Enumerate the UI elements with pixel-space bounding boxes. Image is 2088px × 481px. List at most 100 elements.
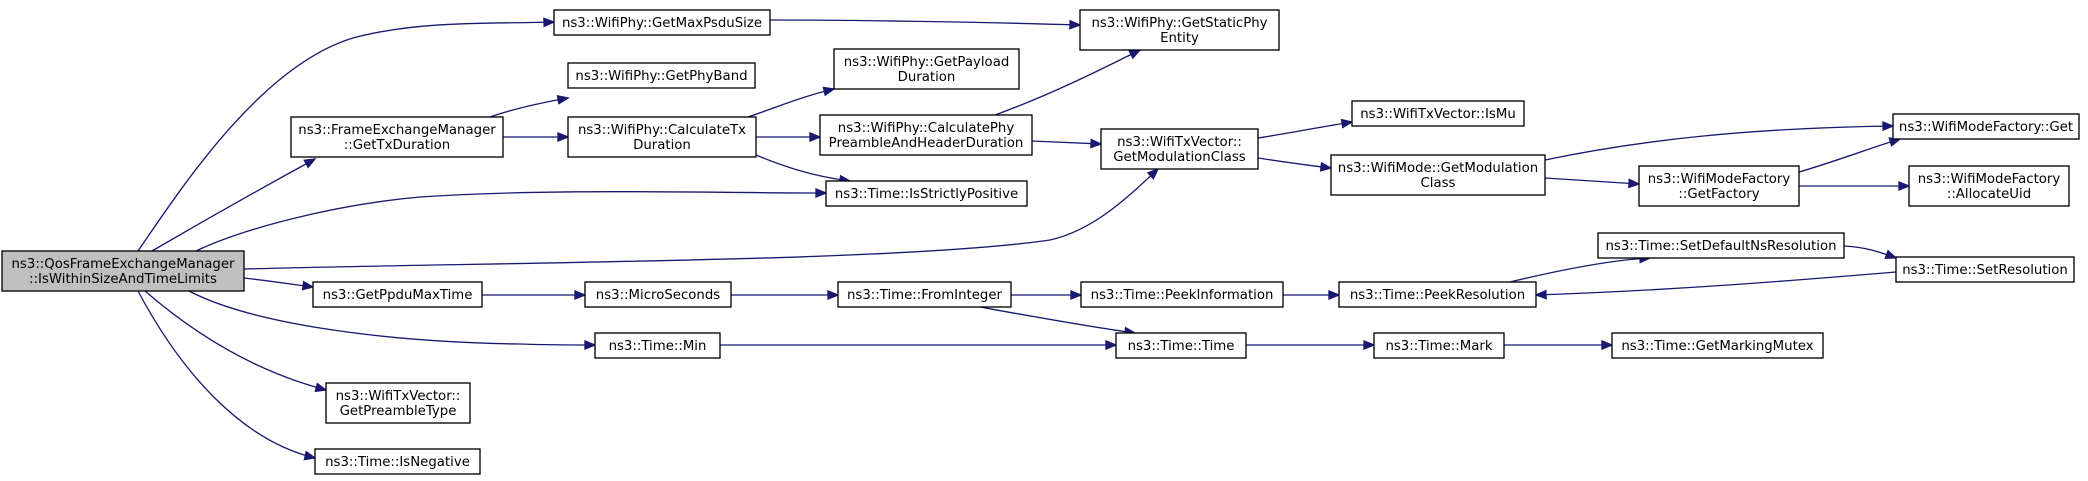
edge-fem-to-calcTx [503, 132, 570, 142]
edge-qos-to-isNeg [137, 290, 317, 461]
node-label: ::GetFactory [1678, 187, 1759, 202]
node-isNeg[interactable]: ns3::Time::IsNegative [314, 448, 481, 475]
node-qos[interactable]: ns3::QosFrameExchangeManager::IsWithinSi… [1, 250, 245, 292]
edge-line [994, 49, 1141, 116]
node-getPhyBand[interactable]: ns3::WifiPhy::GetPhyBand [567, 62, 756, 89]
edge-line [137, 21, 555, 252]
node-strictly[interactable]: ns3::Time::IsStrictlyPositive [825, 180, 1028, 207]
node-label: ns3::WifiPhy::CalculatePhy [838, 121, 1015, 136]
node-box[interactable] [1, 250, 245, 292]
node-isMu[interactable]: ns3::WifiTxVector::IsMu [1351, 100, 1525, 127]
node-box[interactable] [567, 62, 756, 89]
node-box[interactable] [1330, 154, 1546, 196]
arrowhead-icon [1898, 181, 1911, 191]
node-box[interactable] [567, 116, 757, 158]
graph-nodes: ns3::QosFrameExchangeManager::IsWithinSi… [1, 9, 2080, 475]
node-mark[interactable]: ns3::Time::Mark [1373, 332, 1505, 359]
node-label: ns3::Time::IsStrictlyPositive [835, 187, 1018, 202]
node-box[interactable] [1638, 165, 1800, 207]
node-fromInt[interactable]: ns3::Time::FromInteger [837, 281, 1012, 308]
edge-line [1535, 271, 1897, 296]
edge-line [243, 168, 1159, 270]
node-box[interactable] [1892, 113, 2080, 140]
node-box[interactable] [1611, 332, 1824, 359]
node-modClass[interactable]: ns3::WifiTxVector::GetModulationClass [1100, 128, 1259, 170]
edge-qos-to-strictly [195, 188, 828, 252]
node-box[interactable] [837, 281, 1012, 308]
node-getFactory[interactable]: ns3::WifiModeFactory::GetFactory [1638, 165, 1800, 207]
node-factoryGet[interactable]: ns3::WifiModeFactory::Get [1892, 113, 2080, 140]
node-label: ns3::Time::PeekResolution [1350, 288, 1525, 303]
arrowhead-icon [1340, 118, 1354, 129]
node-box[interactable] [584, 281, 732, 308]
node-label: ns3::Time::Time [1128, 339, 1235, 354]
node-box[interactable] [825, 180, 1028, 207]
edge-line [137, 290, 316, 459]
node-box[interactable] [1079, 9, 1280, 51]
node-peekInfo[interactable]: ns3::Time::PeekInformation [1080, 281, 1284, 308]
node-box[interactable] [594, 332, 721, 359]
node-box[interactable] [1597, 232, 1845, 259]
node-peekRes[interactable]: ns3::Time::PeekResolution [1338, 281, 1537, 308]
node-fem[interactable]: ns3::FrameExchangeManager::GetTxDuration [290, 116, 504, 158]
node-label: ns3::Time::SetDefaultNsResolution [1605, 239, 1836, 254]
edge-calcTx-to-strictly [755, 154, 852, 185]
node-box[interactable] [325, 382, 471, 424]
edge-line [1544, 125, 1894, 161]
node-label: ns3::WifiModeFactory [1918, 172, 2061, 187]
node-label: ns3::WifiModeFactory::Get [1899, 120, 2073, 135]
node-mutex[interactable]: ns3::Time::GetMarkingMutex [1611, 332, 1824, 359]
node-label: ns3::Time::Min [609, 339, 707, 354]
node-box[interactable] [1080, 281, 1284, 308]
node-label: ns3::WifiTxVector::IsMu [1360, 107, 1516, 122]
arrowhead-icon [303, 450, 317, 461]
node-allocUid[interactable]: ns3::WifiModeFactory::AllocateUid [1908, 165, 2070, 207]
node-setRes[interactable]: ns3::Time::SetResolution [1895, 256, 2075, 283]
node-preambleType[interactable]: ns3::WifiTxVector::GetPreambleType [325, 382, 471, 424]
node-box[interactable] [1895, 256, 2075, 283]
edge-qos-to-modClass [243, 167, 1160, 270]
edge-qos-to-getMaxPsdu [137, 17, 556, 252]
edge-line [755, 154, 851, 182]
edge-modeMod-to-factoryGet [1544, 121, 1895, 161]
node-label: ns3::GetPpduMaxTime [323, 288, 473, 303]
node-box[interactable] [833, 48, 1020, 90]
edge-fromInt-to-timeTime [979, 306, 1137, 337]
node-label: ns3::WifiTxVector:: [336, 389, 461, 404]
node-label: ns3::WifiPhy::GetPhyBand [575, 69, 747, 84]
node-micro[interactable]: ns3::MicroSeconds [584, 281, 732, 308]
edge-ppdu-to-micro [482, 290, 587, 300]
node-min[interactable]: ns3::Time::Min [594, 332, 721, 359]
node-box[interactable] [1115, 332, 1247, 359]
node-box[interactable] [1351, 100, 1525, 127]
node-box[interactable] [1100, 128, 1259, 170]
edge-line [144, 290, 327, 391]
node-box[interactable] [553, 9, 771, 36]
edge-timeTime-to-mark [1246, 340, 1376, 350]
arrowhead-icon [1363, 340, 1376, 350]
arrowhead-icon [1628, 178, 1641, 189]
node-box[interactable] [1908, 165, 2070, 207]
node-box[interactable] [819, 114, 1033, 156]
arrowhead-icon [584, 340, 597, 350]
edge-line [188, 290, 596, 346]
node-box[interactable] [314, 448, 481, 475]
node-ppdu[interactable]: ns3::GetPpduMaxTime [312, 281, 483, 308]
node-setDefault[interactable]: ns3::Time::SetDefaultNsResolution [1597, 232, 1845, 259]
arrowhead-icon [1601, 340, 1614, 350]
edge-line [489, 97, 569, 118]
node-box[interactable] [1338, 281, 1537, 308]
node-box[interactable] [312, 281, 483, 308]
node-preamble[interactable]: ns3::WifiPhy::CalculatePhyPreambleAndHea… [819, 114, 1033, 156]
arrowhead-icon [1070, 290, 1083, 300]
node-box[interactable] [290, 116, 504, 158]
node-timeTime[interactable]: ns3::Time::Time [1115, 332, 1247, 359]
node-label: ns3::FrameExchangeManager [298, 123, 496, 138]
edge-line [151, 158, 316, 252]
node-modeMod[interactable]: ns3::WifiMode::GetModulationClass [1330, 154, 1546, 196]
node-box[interactable] [1373, 332, 1505, 359]
node-getMaxPsdu[interactable]: ns3::WifiPhy::GetMaxPsduSize [553, 9, 771, 36]
